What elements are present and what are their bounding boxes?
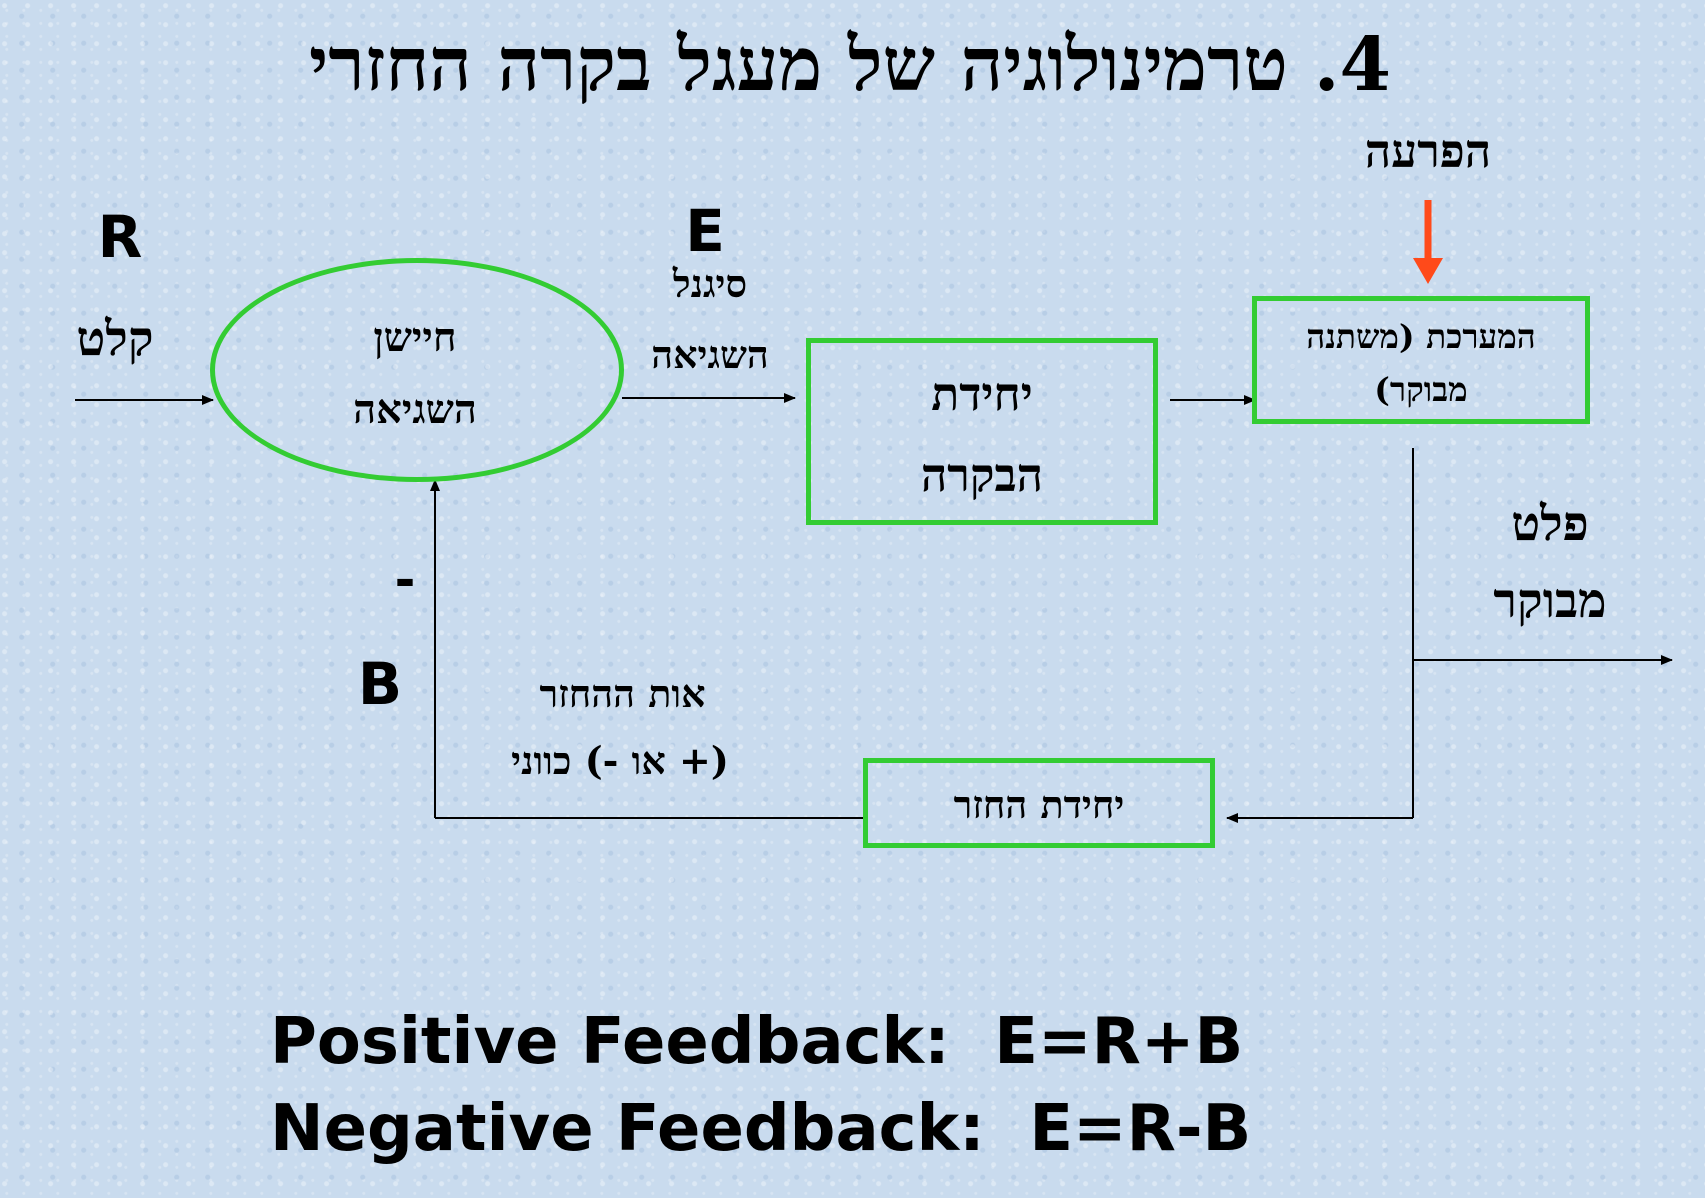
plant-box bbox=[1252, 296, 1590, 424]
error-detector-ellipse bbox=[210, 258, 624, 482]
feedback-signal-line1: אות ההחזר bbox=[539, 671, 706, 716]
control-unit-line2: הבקרה bbox=[920, 448, 1044, 502]
feedback-unit-box bbox=[863, 758, 1215, 848]
feedback-signal-line2: (+ או -) כווני bbox=[511, 738, 729, 783]
error-signal-line2: השגיאה bbox=[651, 332, 769, 377]
control-unit-box bbox=[806, 338, 1158, 525]
error-signal-line1: סיגנל bbox=[672, 261, 748, 306]
output-line2: מבוקר bbox=[1493, 573, 1607, 629]
error-detector-line1: חיישן bbox=[373, 314, 457, 361]
input-label: קלט bbox=[76, 311, 154, 367]
disturbance-label: הפרעה bbox=[1364, 124, 1492, 178]
feedback-symbol: B bbox=[357, 650, 403, 718]
error-signal-symbol: E bbox=[685, 197, 725, 265]
input-symbol: R bbox=[97, 203, 143, 271]
slide-title: 4. טרמינולוגיה של מעגל בקרה החזרי bbox=[308, 22, 1392, 108]
feedback-sign: - bbox=[394, 551, 416, 609]
error-detector-line2: השגיאה bbox=[353, 386, 477, 433]
output-line1: פלט bbox=[1511, 496, 1589, 552]
control-unit-line1: יחידת bbox=[931, 367, 1033, 421]
plant-line1: המערכת (משתנה bbox=[1306, 317, 1536, 356]
feedback-unit-label: יחידת החזר bbox=[953, 782, 1125, 827]
positive-feedback-formula: Positive Feedback: E=R+B bbox=[270, 1005, 1244, 1079]
plant-line2: מבוקר) bbox=[1374, 370, 1468, 409]
negative-feedback-formula: Negative Feedback: E=R-B bbox=[270, 1092, 1252, 1166]
disturbance-arrow-head bbox=[1413, 258, 1443, 284]
